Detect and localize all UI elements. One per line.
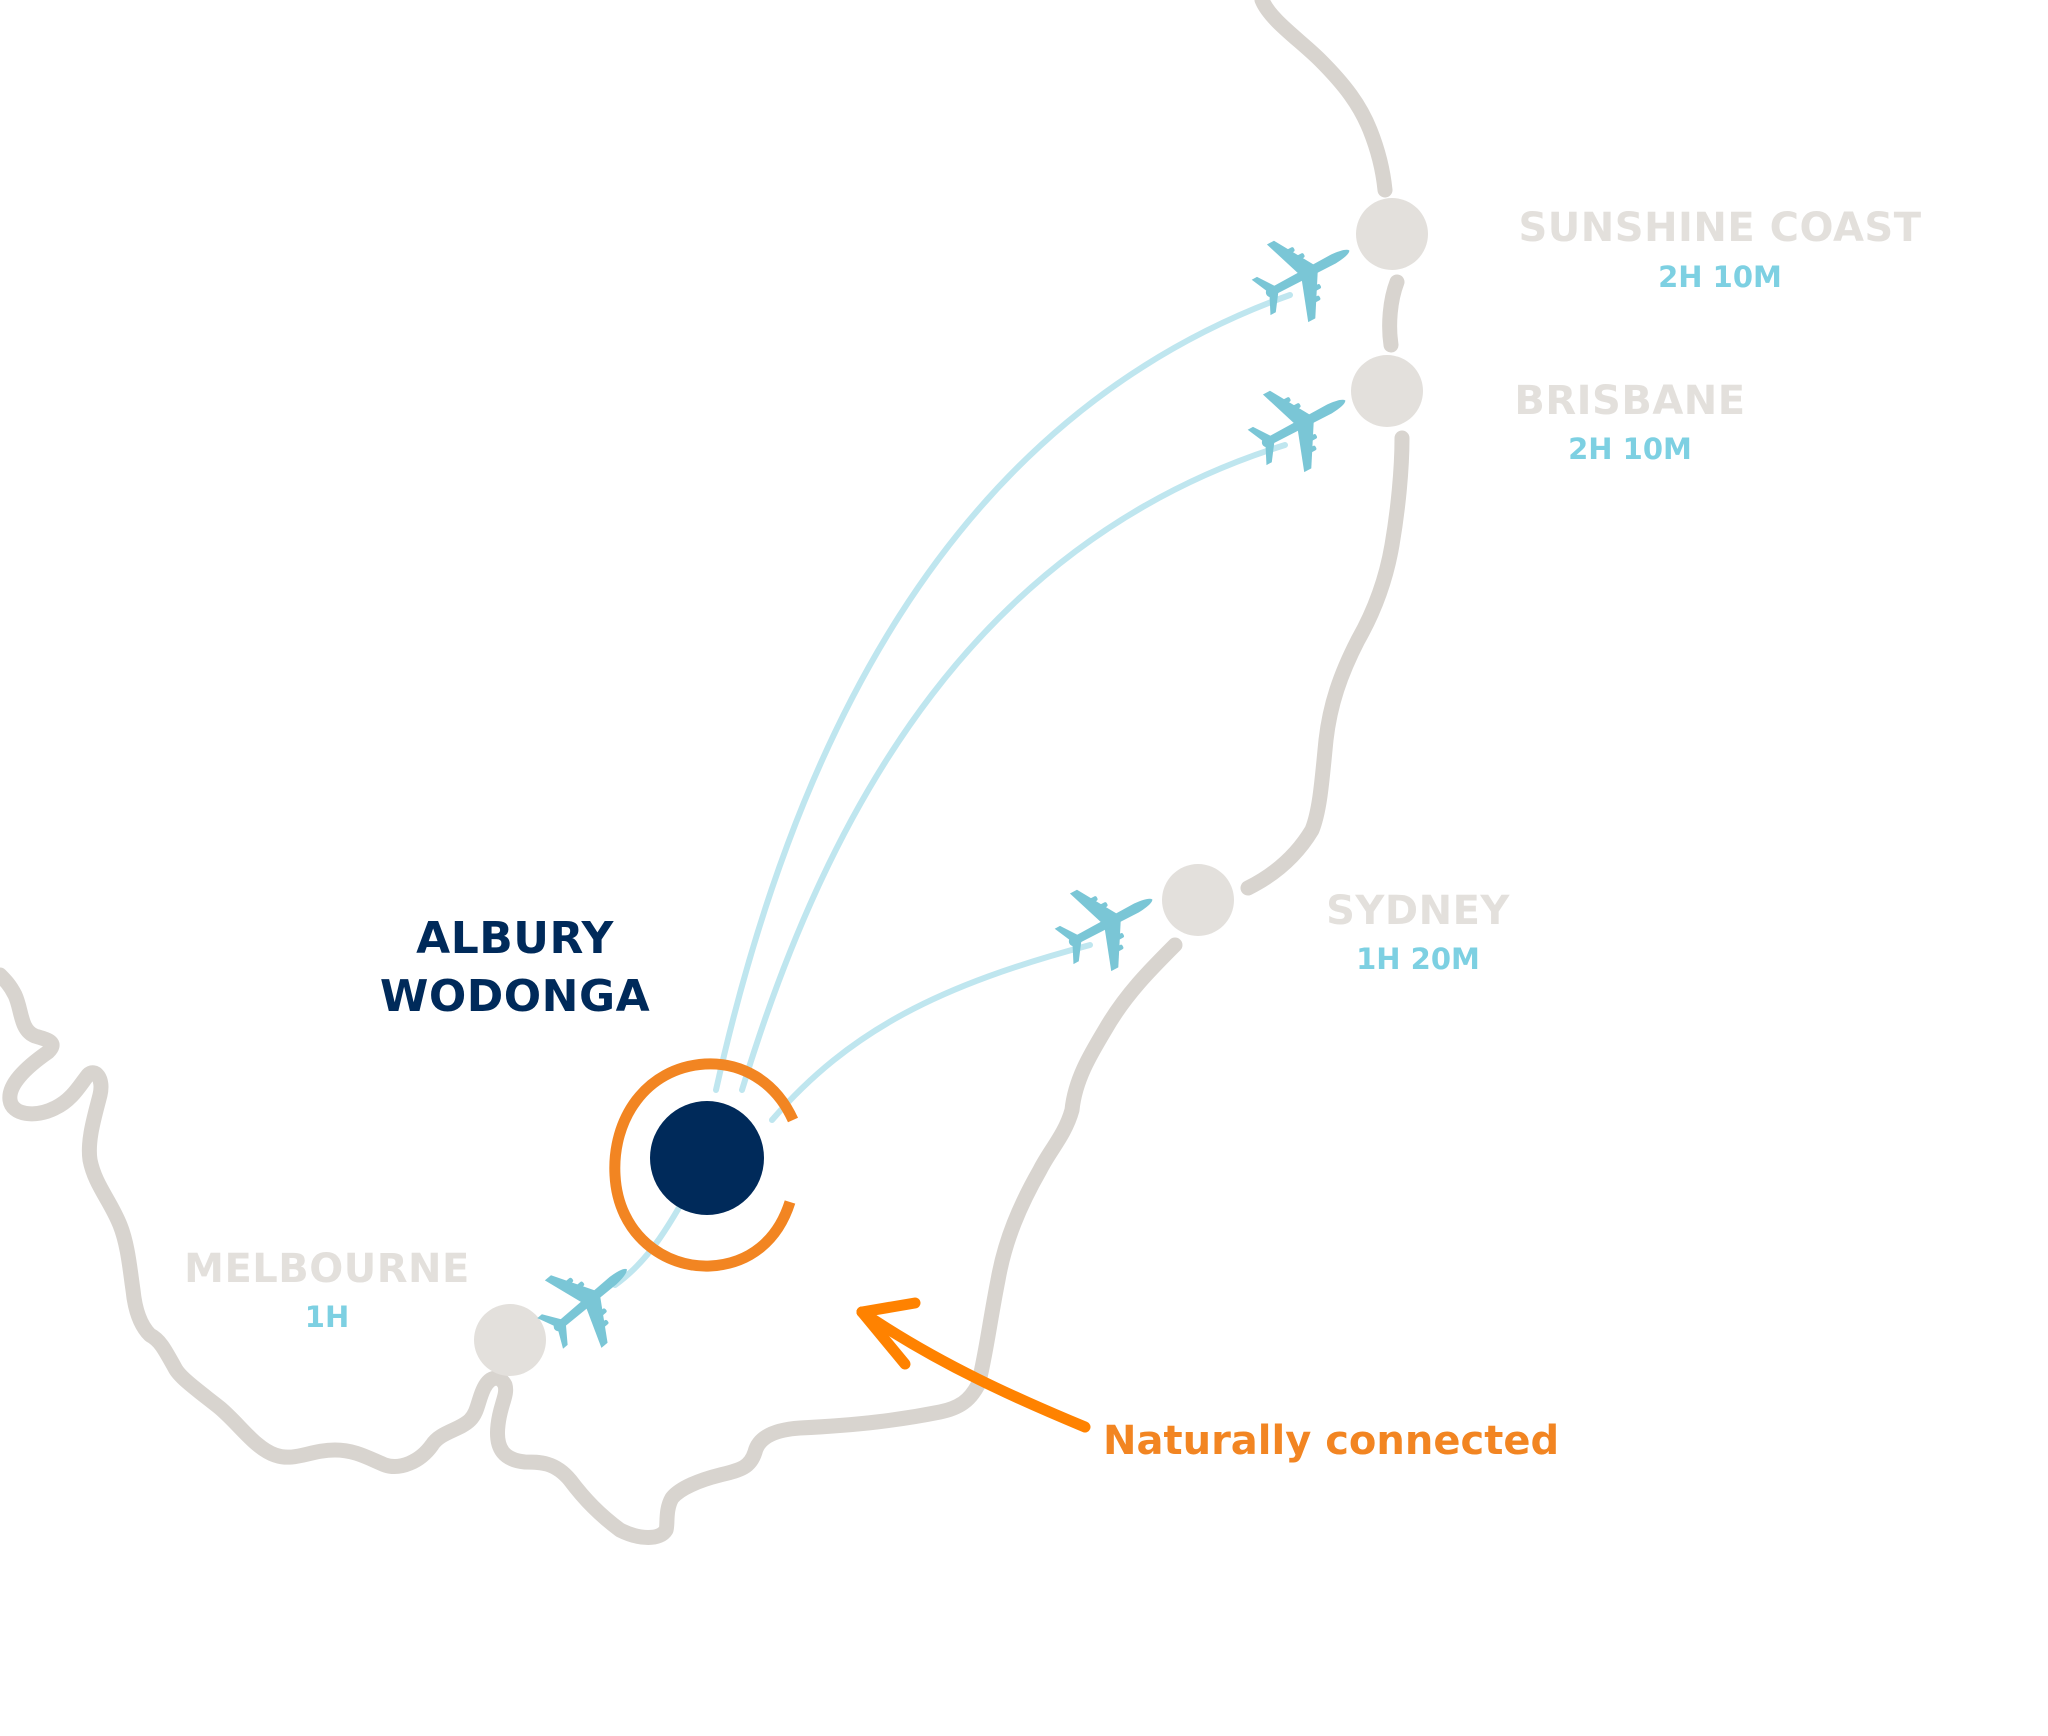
city-label-brisbane: BRISBANE [1514, 378, 1746, 424]
route-sydney [769, 942, 1093, 1123]
flight-routes [612, 292, 1293, 1288]
coastline-sunshine-brisbane [1382, 274, 1405, 353]
home-label: ALBURY WODONGA [355, 910, 675, 1026]
city-dot-sydney [1162, 864, 1234, 936]
coastline-brisbane-sydney [1240, 430, 1410, 896]
duration-melbourne: 1H [304, 1300, 350, 1334]
callout-text: Naturally connected [1103, 1418, 1560, 1464]
route-sunshine-coast [713, 292, 1293, 1093]
orange-ring [609, 1058, 799, 1272]
coastline-north [1254, 0, 1393, 198]
home-label-line1: ALBURY [416, 913, 614, 964]
city-label-sydney: SYDNEY [1326, 888, 1510, 934]
home-label-line2: WODONGA [379, 971, 651, 1022]
city-label-melbourne: MELBOURNE [184, 1246, 470, 1292]
duration-sydney: 1H 20M [1356, 942, 1480, 976]
coastline-south-east [0, 937, 1183, 1545]
city-dot-brisbane [1351, 355, 1423, 427]
duration-sunshine-coast: 2H 10M [1658, 260, 1782, 294]
city-dot-sunshine-coast [1356, 198, 1428, 270]
city-dot-melbourne [474, 1304, 546, 1376]
plane-icon-sunshine-coast [1240, 211, 1371, 337]
home-dot-albury-wodonga [650, 1101, 764, 1215]
duration-brisbane: 2H 10M [1568, 432, 1692, 466]
plane-icon-brisbane [1236, 361, 1367, 487]
city-label-sunshine-coast: SUNSHINE COAST [1518, 205, 1922, 251]
route-brisbane [739, 442, 1288, 1093]
hand-drawn-arrow-icon [856, 1297, 1091, 1433]
coastline [0, 0, 1410, 1545]
